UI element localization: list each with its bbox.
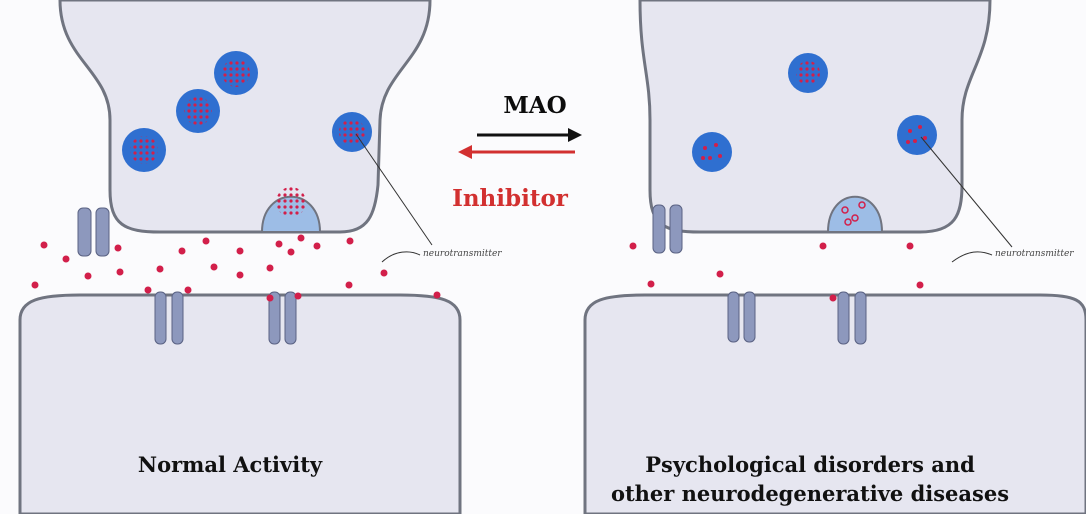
left-caption: Normal Activity <box>60 450 400 479</box>
inhibitor-label: Inhibitor <box>435 185 585 212</box>
left-neurotransmitter-label: neurotransmitter <box>423 249 502 259</box>
inhibitor-arrowhead <box>458 145 472 159</box>
left-presynaptic-channels <box>78 208 109 256</box>
right-presynaptic-terminal <box>640 0 990 232</box>
left-postsynaptic-membrane <box>20 295 460 514</box>
reaction-arrows <box>458 128 582 159</box>
left-presynaptic-terminal <box>60 0 430 232</box>
left-annotation-pointer <box>382 252 420 262</box>
mao-label: MAO <box>470 92 600 119</box>
right-neurotransmitter-label: neurotransmitter <box>995 249 1074 259</box>
right-caption-line1: Psychological disorders and <box>560 450 1060 479</box>
right-synapse: neurotransmitter <box>585 0 1086 514</box>
right-annotation-pointer <box>952 252 992 262</box>
right-caption: Psychological disorders and other neurod… <box>560 450 1060 508</box>
left-released-neurotransmitters <box>32 235 441 302</box>
mao-arrowhead <box>568 128 582 142</box>
left-synapse: neurotransmitter <box>20 0 502 514</box>
right-caption-line2: other neurodegenerative diseases <box>560 479 1060 508</box>
